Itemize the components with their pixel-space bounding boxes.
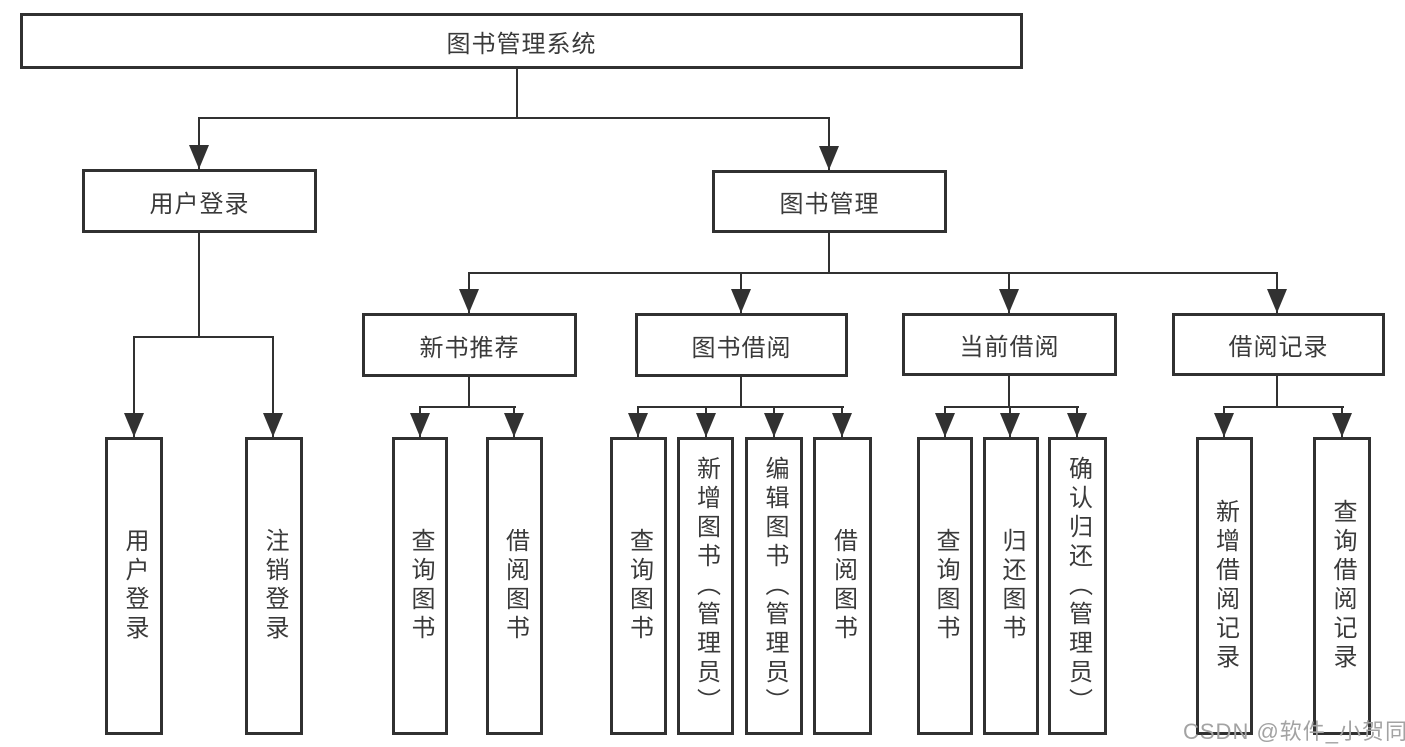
arrow-down-icon xyxy=(935,413,955,437)
node-borrow-records: 借阅记录 xyxy=(1172,313,1385,376)
leaf-edit-book-admin: 编辑图书（管理员） xyxy=(745,437,803,735)
arrow-down-icon xyxy=(124,413,144,437)
leaf-add-borrow-record: 新增借阅记录 xyxy=(1196,437,1253,735)
connector-line xyxy=(133,336,274,338)
node-book-management-label: 图书管理 xyxy=(779,191,880,218)
node-book-borrow-label: 图书借阅 xyxy=(691,334,792,362)
arrow-down-icon xyxy=(459,289,479,313)
arrow-down-icon xyxy=(628,413,648,437)
node-borrow-records-label: 借阅记录 xyxy=(1228,334,1329,361)
connector-line xyxy=(828,117,830,170)
leaf-query-borrow-record-label: 查询借阅记录 xyxy=(1329,499,1356,673)
arrow-down-icon xyxy=(764,413,784,437)
arrow-down-icon xyxy=(189,145,209,169)
leaf-add-borrow-record-label: 新增借阅记录 xyxy=(1211,499,1239,673)
node-book-borrow: 图书借阅 xyxy=(635,313,848,377)
node-user-login-label: 用户登录 xyxy=(149,190,250,218)
connector-line xyxy=(468,272,1278,274)
connector-line xyxy=(1223,406,1344,408)
connector-line xyxy=(828,233,830,274)
node-new-book-recommend-label: 新书推荐 xyxy=(419,334,520,362)
leaf-return-book: 归还图书 xyxy=(983,437,1039,735)
arrow-down-icon xyxy=(1067,413,1087,437)
leaf-query-borrow-record: 查询借阅记录 xyxy=(1313,437,1371,735)
leaf-add-book-admin-label: 新增图书（管理员） xyxy=(692,455,720,717)
connector-line xyxy=(1276,376,1278,408)
arrow-down-icon xyxy=(832,413,852,437)
leaf-user-login-label: 用户登录 xyxy=(121,528,148,644)
arrow-down-icon xyxy=(1267,289,1287,313)
arrow-down-icon xyxy=(696,413,716,437)
arrow-down-icon xyxy=(731,289,751,313)
leaf-logout-label: 注销登录 xyxy=(261,528,288,644)
connector-line xyxy=(944,406,1079,408)
leaf-query-books-borrow: 查询图书 xyxy=(610,437,667,735)
connector-line xyxy=(198,117,830,119)
leaf-borrow-books-recommend: 借阅图书 xyxy=(486,437,543,735)
arrow-down-icon xyxy=(410,413,430,437)
node-book-management: 图书管理 xyxy=(712,170,947,233)
node-current-borrow: 当前借阅 xyxy=(902,313,1117,376)
arrow-down-icon xyxy=(819,146,839,170)
connector-line xyxy=(516,69,518,118)
node-root: 图书管理系统 xyxy=(20,13,1023,69)
connector-line xyxy=(133,336,135,437)
leaf-borrow-books-borrow: 借阅图书 xyxy=(813,437,872,735)
connector-line xyxy=(198,233,200,337)
watermark: CSDN @软件_小贺同学 xyxy=(1183,719,1405,744)
leaf-query-books-current: 查询图书 xyxy=(917,437,973,735)
arrow-down-icon xyxy=(263,413,283,437)
leaf-query-books-recommend: 查询图书 xyxy=(392,437,448,735)
leaf-query-books-borrow-label: 查询图书 xyxy=(625,528,653,644)
arrow-down-icon xyxy=(999,289,1019,313)
connector-line xyxy=(272,336,274,437)
leaf-borrow-books-recommend-label: 借阅图书 xyxy=(501,528,529,644)
node-user-login: 用户登录 xyxy=(82,169,317,233)
node-current-borrow-label: 当前借阅 xyxy=(959,334,1060,361)
leaf-borrow-books-borrow-label: 借阅图书 xyxy=(829,528,857,644)
arrow-down-icon xyxy=(1000,413,1020,437)
leaf-return-book-label: 归还图书 xyxy=(998,528,1025,644)
arrow-down-icon xyxy=(1214,413,1234,437)
node-new-book-recommend: 新书推荐 xyxy=(362,313,577,377)
arrow-down-icon xyxy=(504,413,524,437)
leaf-confirm-return-admin-label: 确认归还（管理员） xyxy=(1064,455,1092,717)
connector-line xyxy=(198,117,200,169)
connector-line xyxy=(468,377,470,408)
leaf-logout: 注销登录 xyxy=(245,437,303,735)
leaf-edit-book-admin-label: 编辑图书（管理员） xyxy=(761,455,788,717)
connector-line xyxy=(1008,376,1010,408)
leaf-confirm-return-admin: 确认归还（管理员） xyxy=(1048,437,1107,735)
leaf-query-books-current-label: 查询图书 xyxy=(932,528,959,644)
connector-line xyxy=(740,377,742,408)
node-root-label: 图书管理系统 xyxy=(446,30,597,58)
leaf-query-books-recommend-label: 查询图书 xyxy=(407,528,434,644)
leaf-add-book-admin: 新增图书（管理员） xyxy=(677,437,734,735)
connector-line xyxy=(419,406,516,408)
arrow-down-icon xyxy=(1332,413,1352,437)
connector-line xyxy=(637,406,844,408)
leaf-user-login: 用户登录 xyxy=(105,437,163,735)
